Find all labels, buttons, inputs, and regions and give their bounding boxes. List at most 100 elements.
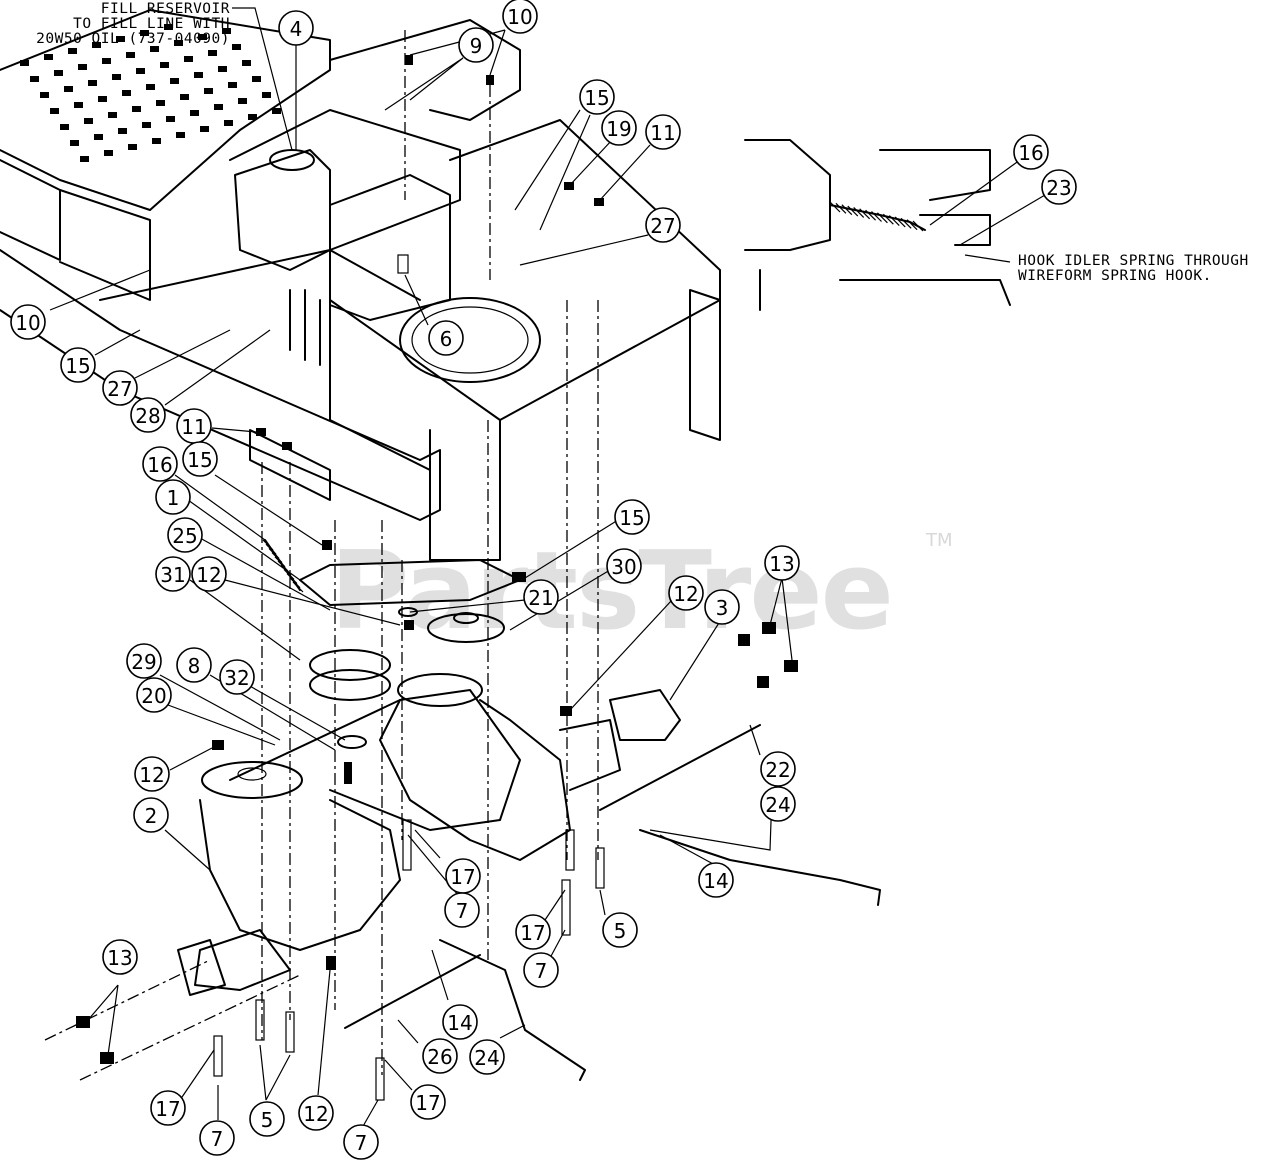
left-hub-2 [194, 929, 291, 991]
callout-number: 3 [716, 596, 729, 620]
bolt-5-left-a [255, 999, 265, 1041]
deck-hole [104, 150, 113, 156]
watermark: PartsTree TM [330, 529, 953, 654]
callout-number: 1 [167, 486, 180, 510]
callout-circle [601, 110, 637, 146]
callout-circle [10, 304, 46, 340]
left-transaxle [177, 761, 401, 996]
spring-coil [882, 213, 894, 225]
callout-number: 17 [415, 1091, 440, 1115]
callout-circle [142, 446, 178, 482]
idler-pulley-31-base [309, 669, 391, 701]
deck-hole [40, 92, 49, 98]
deck-hole [174, 40, 183, 46]
deck-hole [176, 132, 185, 138]
deck-hole [84, 118, 93, 124]
deck-hole [108, 112, 117, 118]
callout-number: 5 [261, 1108, 274, 1132]
spring-coil [865, 209, 876, 221]
frame-deck-plate [0, 9, 331, 211]
callout-16a: 16 [1013, 134, 1049, 170]
frame-opening [399, 297, 541, 383]
frame-cross-member [229, 109, 461, 251]
deck-hole [272, 108, 281, 114]
deck-hole [166, 116, 175, 122]
callout-12a: 12 [191, 556, 227, 592]
callout-number: 9 [470, 34, 483, 58]
bolt-7-bottom [375, 1057, 385, 1101]
callout-11a: 11 [645, 114, 681, 150]
wireform-24-left [439, 939, 586, 1081]
deck-hole [156, 100, 165, 106]
callout-27b: 27 [102, 370, 138, 406]
callout-number: 23 [1046, 176, 1071, 200]
right-bypass-rod-22 [599, 724, 761, 811]
callout-15d: 15 [614, 499, 650, 535]
callout-circle [410, 1084, 446, 1120]
note-hook-line-2: WIREFORM SPRING HOOK. [1018, 268, 1212, 284]
callout-number: 7 [355, 1131, 368, 1155]
deck-hole [128, 144, 137, 150]
callout-13a: 13 [764, 545, 800, 581]
callout-number: 16 [1018, 141, 1043, 165]
nut-13-top [762, 622, 776, 634]
callout-circle [102, 939, 138, 975]
right-transaxle [379, 673, 761, 861]
callout-31: 31 [155, 556, 191, 592]
callout-number: 13 [769, 552, 794, 576]
callout-number: 11 [181, 415, 206, 439]
callout-circle [523, 952, 559, 988]
callout-circle [606, 548, 642, 584]
callout-circle [1041, 169, 1077, 205]
spacer-21 [398, 607, 418, 617]
callout-circle [760, 751, 796, 787]
callout-number: 10 [507, 5, 532, 29]
callout-circle [1013, 134, 1049, 170]
frame-under-edge [329, 299, 431, 471]
deck-hole [238, 98, 247, 104]
deck-hole [214, 104, 223, 110]
callout-circle [645, 114, 681, 150]
callout-number: 27 [650, 214, 675, 238]
callout-number: 12 [673, 582, 698, 606]
deck-hole [140, 30, 149, 36]
callout-17d: 17 [410, 1084, 446, 1120]
nut-15-arm [322, 540, 332, 550]
inset-frame [742, 138, 1012, 310]
watermark-trademark: TM [925, 530, 953, 551]
inset-detail [742, 138, 1012, 311]
deck-hole [74, 102, 83, 108]
frame-opening-inner [411, 306, 529, 374]
spring-coil [841, 204, 853, 216]
callout-circle [422, 1038, 458, 1074]
callout-20: 20 [136, 677, 172, 713]
callout-circle [126, 643, 162, 679]
callout-4: 4 [278, 10, 314, 46]
deck-hole [198, 34, 207, 40]
callout-number: 8 [188, 654, 201, 678]
wireform-24-right [639, 829, 881, 906]
nut-15-bracket [282, 442, 292, 450]
deck-hole [204, 88, 213, 94]
deck-hole [98, 96, 107, 102]
callout-5a: 5 [602, 912, 638, 948]
callout-circle [191, 556, 227, 592]
callout-number: 17 [450, 865, 475, 889]
deck-hole [92, 42, 101, 48]
deck-hole [30, 76, 39, 82]
bolt-5-right-b [565, 829, 575, 871]
inset-wireform [919, 214, 991, 246]
callout-number: 20 [141, 684, 166, 708]
callout-15a: 15 [579, 79, 615, 115]
callout-1: 1 [155, 479, 191, 515]
frame-deck-side [0, 159, 61, 261]
leader-lines [49, 7, 1046, 1129]
callout-circle [523, 579, 559, 615]
callout-number: 32 [224, 666, 249, 690]
bolt-6 [397, 254, 409, 274]
right-transaxle-housing [379, 699, 571, 861]
callout-circle [102, 370, 138, 406]
deck-hole [208, 50, 217, 56]
inset-frame-top [879, 149, 991, 201]
